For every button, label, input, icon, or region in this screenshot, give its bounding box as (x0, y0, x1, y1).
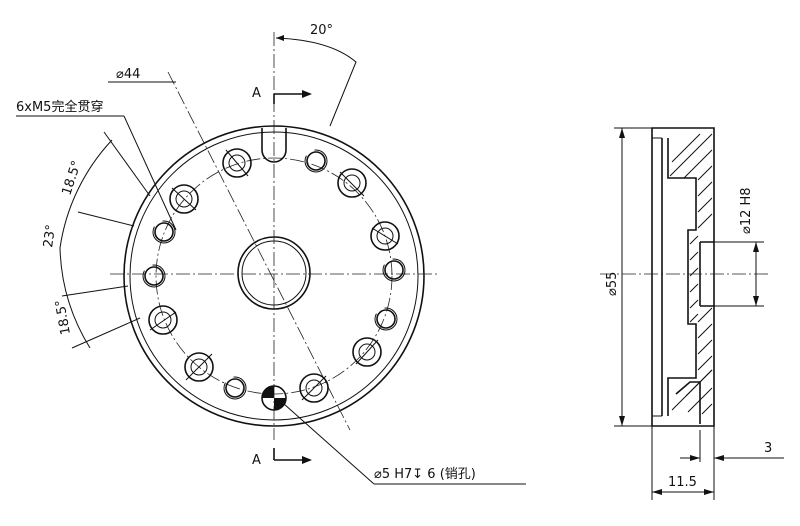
angle-18-5-top-label: 18.5° (60, 159, 85, 197)
angle-20-arc (275, 37, 357, 127)
pin-countersink (675, 381, 701, 424)
angle-20-label: 20° (310, 23, 333, 38)
front-view (110, 32, 440, 440)
center-bore-inner (241, 240, 307, 306)
section-label-top: A (252, 86, 261, 101)
angle-23-label: 23° (41, 224, 59, 249)
section-label-bottom: A (252, 453, 261, 468)
side-section-view (600, 127, 770, 427)
dim-11-5-label: 11.5 (668, 475, 697, 490)
dim-3-label: 3 (764, 441, 772, 456)
dia-12-label: ⌀12 H8 (739, 187, 754, 234)
diagonal-centerline (167, 71, 351, 431)
pin-hole-label: ⌀5 H7↧ 6 (销孔) (374, 467, 476, 482)
dia-44-label: ⌀44 (116, 67, 140, 82)
pin-hole (261, 385, 287, 411)
counterbored-holes (148, 148, 400, 403)
hole-center-ticks (149, 149, 399, 401)
thread-note-label: 6xM5完全贯穿 (16, 99, 103, 115)
angle-18-5-bottom-label: 18.5° (53, 298, 74, 336)
dia-55-label: ⌀55 (605, 272, 620, 296)
section-profile (667, 138, 697, 416)
top-keyway (261, 128, 287, 163)
left-angle-arc (59, 139, 113, 349)
threaded-holes (142, 149, 406, 400)
pin-hole-leader (283, 403, 375, 485)
